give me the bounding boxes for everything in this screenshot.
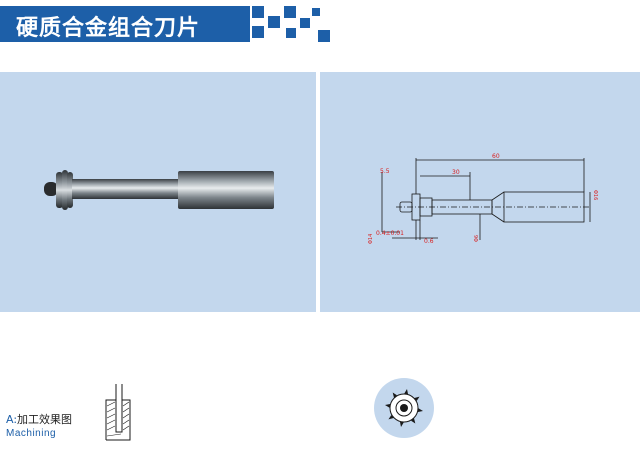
machining-caption: A:加工效果图 (6, 411, 72, 427)
dim-tol: 0.4±0.01 (376, 230, 404, 237)
decor-square (268, 16, 280, 28)
decor-square (300, 18, 310, 28)
dim-d1: Φ14 (368, 234, 374, 244)
title-bar: 硬质合金组合刀片 (0, 6, 250, 42)
decor-square (252, 6, 264, 18)
dim-d2: Φ6 (474, 235, 480, 242)
decor-square (284, 6, 296, 18)
decor-square (312, 8, 320, 16)
dim-step: 5.5 (380, 168, 390, 175)
decor-square (318, 30, 330, 42)
page-title: 硬质合金组合刀片 (16, 16, 201, 41)
caption-prefix: A: (6, 413, 18, 426)
caption-english: Machining (6, 428, 57, 439)
caption-label: 加工效果图 (17, 413, 73, 426)
dim-inner: 30 (452, 169, 460, 176)
product-photo-panel (0, 72, 316, 312)
tool-photo (44, 170, 274, 210)
decor-square (252, 26, 264, 38)
blade-end-view (374, 378, 434, 438)
dim-d3: Φ16 (592, 190, 598, 200)
technical-drawing: 60 30 5.5 0.4±0.01 0.6 Φ14 Φ6 Φ16 (368, 153, 598, 245)
machining-slot-sketch (105, 384, 131, 441)
decor-square (286, 28, 296, 38)
dim-blade: 0.6 (424, 238, 434, 245)
dim-length: 60 (492, 153, 500, 160)
technical-drawing-panel: 60 30 5.5 0.4±0.01 0.6 Φ14 Φ6 Φ16 (320, 72, 640, 312)
